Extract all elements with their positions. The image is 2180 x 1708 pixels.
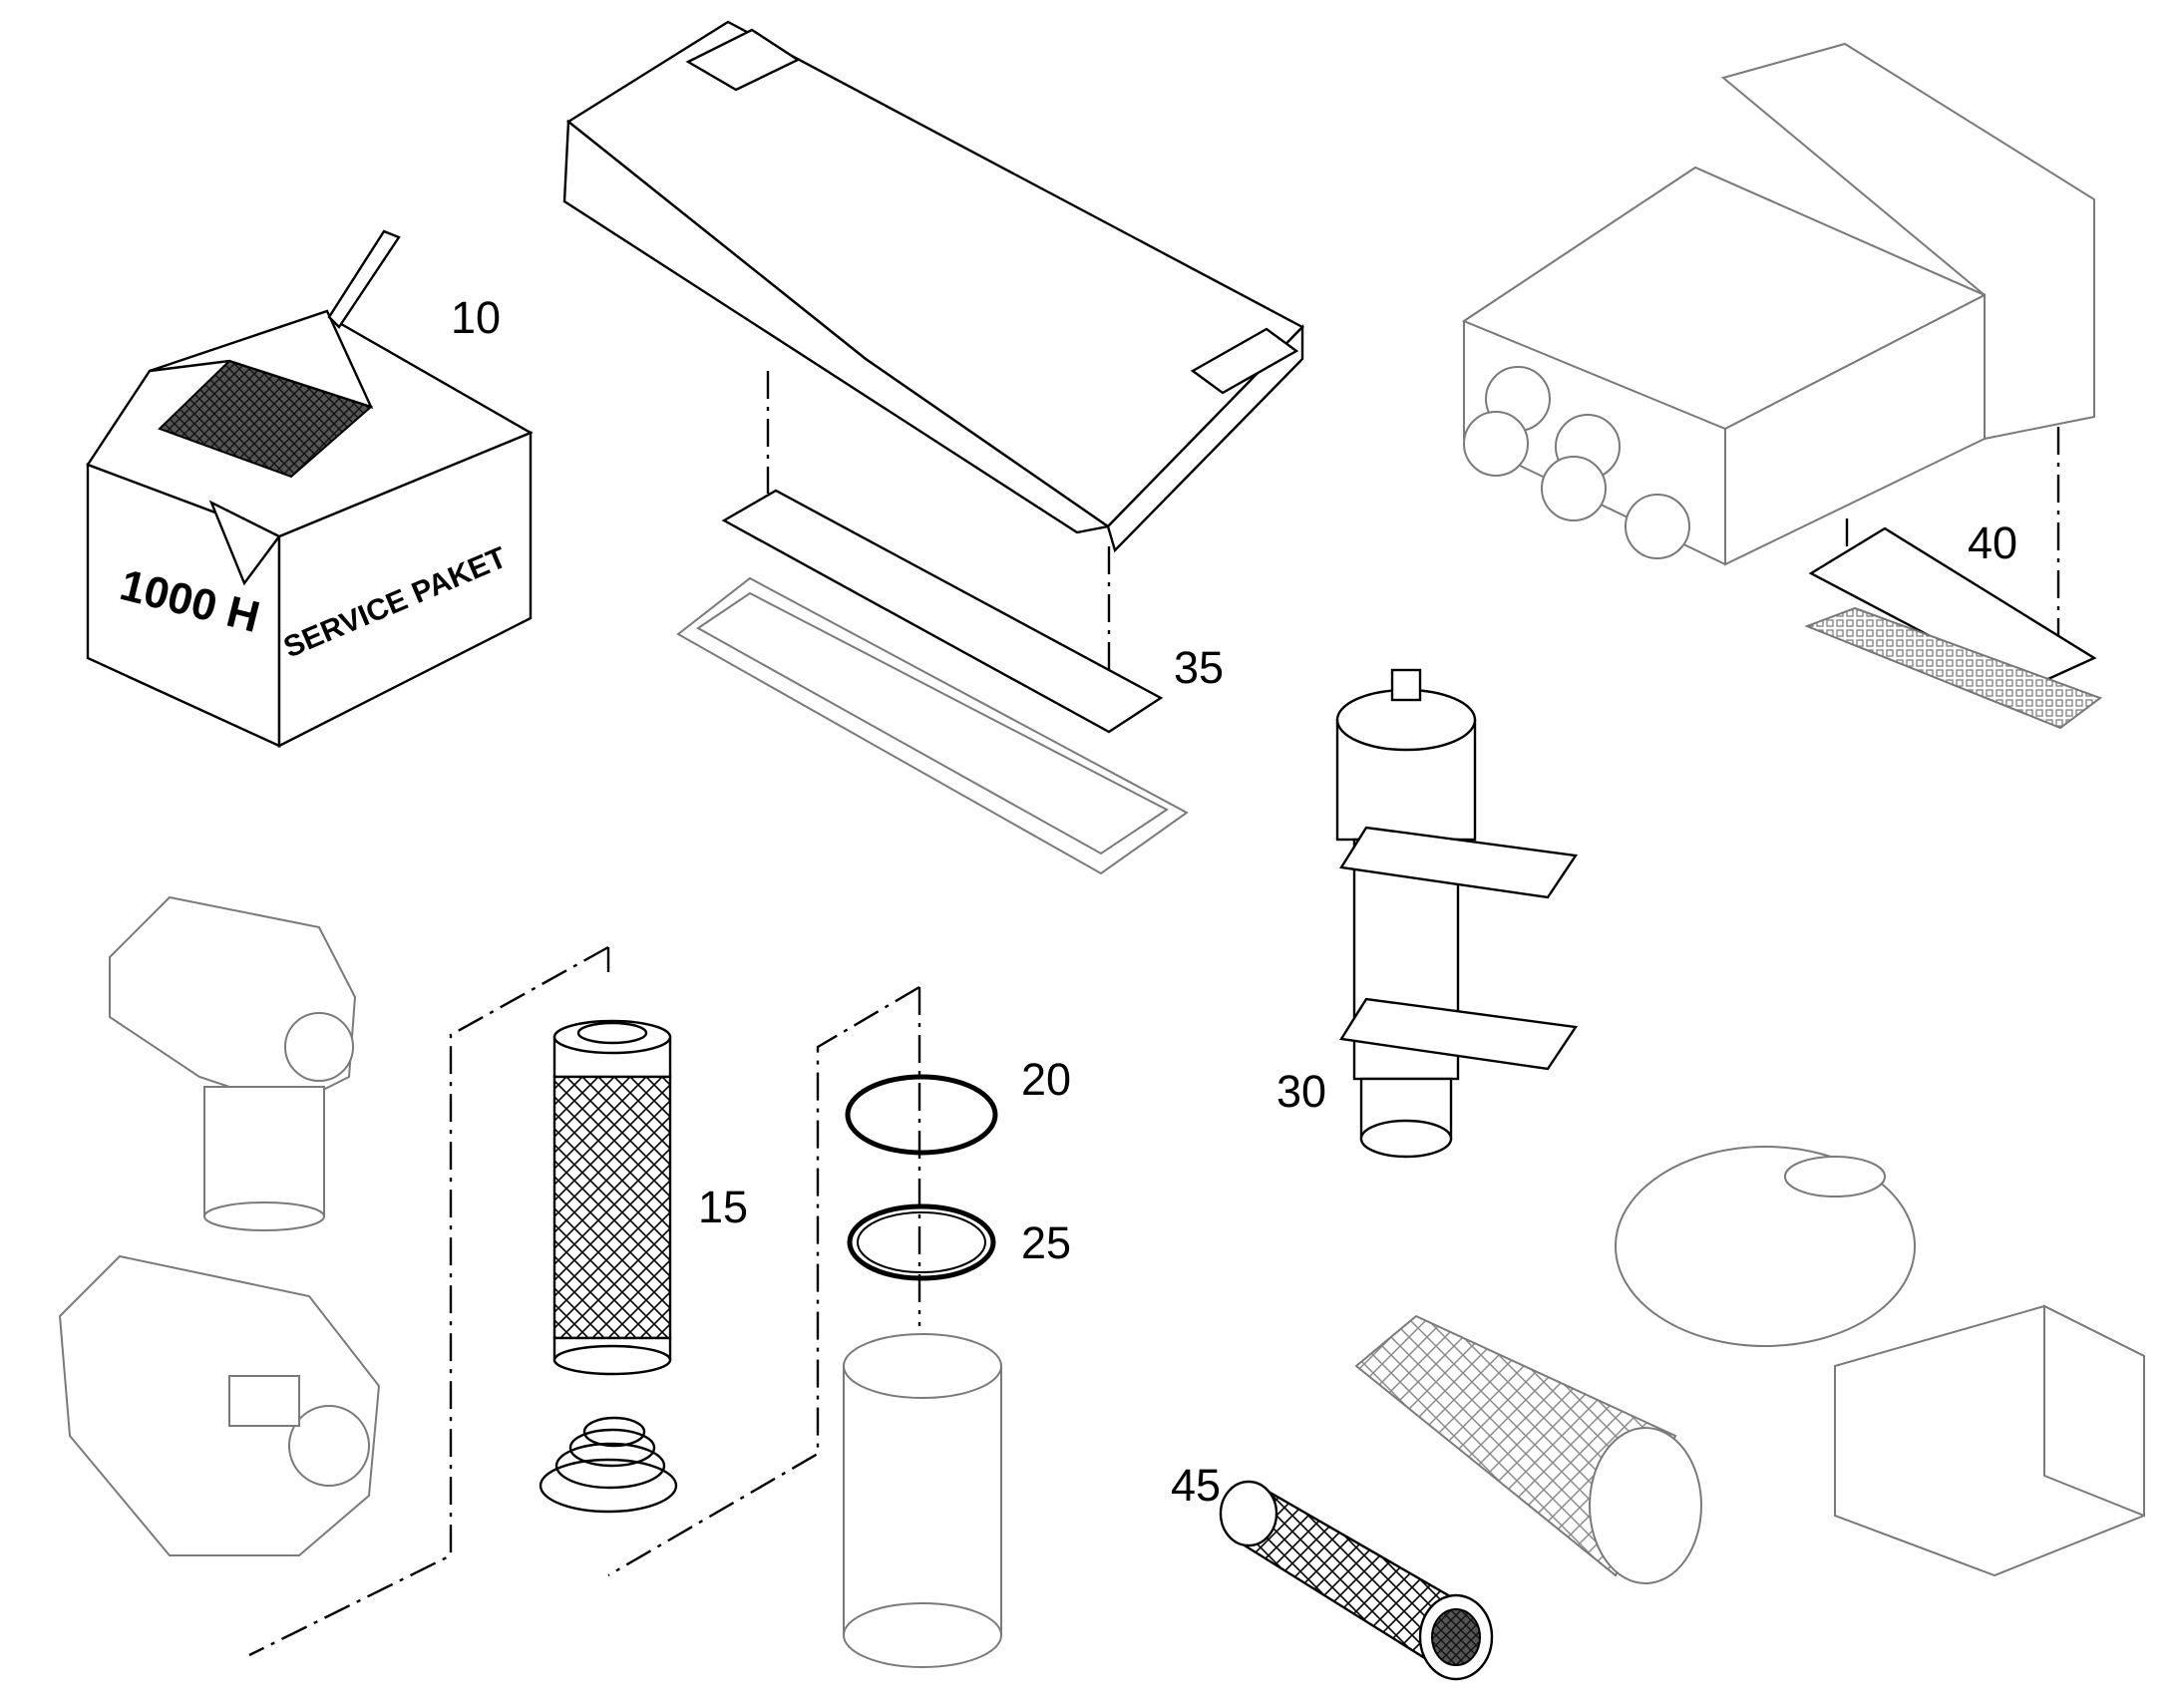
label-20: 20: [1021, 1054, 1071, 1105]
filter-mat-35: [721, 489, 1164, 734]
label-45: 45: [1171, 1460, 1221, 1511]
label-25: 25: [1021, 1217, 1071, 1268]
filter-grate-40: [1804, 606, 2103, 730]
label-40: 40: [1968, 517, 2017, 568]
label-35: 35: [1174, 642, 1224, 693]
fan-housing: [1461, 42, 2103, 730]
air-filter-element: [1354, 1314, 1702, 1584]
label-10: 10: [451, 292, 501, 343]
filter-bowl: [843, 1333, 1002, 1668]
service-box: 1000 H SERVICE PAKET: [86, 229, 534, 748]
cartridge-30: [1335, 668, 1579, 1159]
spring: [539, 1416, 678, 1514]
air-cleaner: [1615, 1146, 2145, 1577]
filter-element-15: [248, 945, 672, 1657]
filter-head-upper: [109, 895, 357, 1231]
hood-assembly: [562, 20, 1304, 875]
ring-25: [847, 1203, 996, 1281]
filter-head-lower: [58, 1254, 381, 1556]
small-filter-45: [1219, 1480, 1494, 1681]
label-15: 15: [698, 1182, 748, 1232]
label-30: 30: [1276, 1066, 1326, 1117]
filter-frame-35: [676, 576, 1189, 875]
seal-rings: [607, 985, 998, 1577]
o-ring-20: [845, 1074, 998, 1156]
